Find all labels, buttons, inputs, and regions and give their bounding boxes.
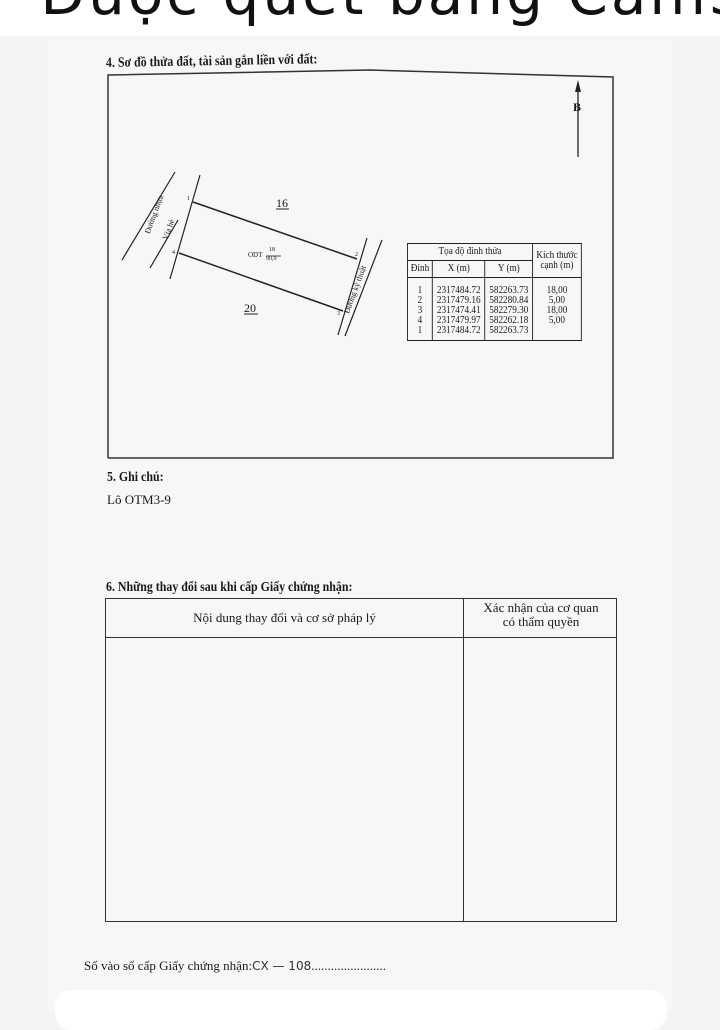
col-y: Y (m) (484, 260, 534, 278)
parcel-edge-4-3 (178, 252, 344, 312)
col-vertex: Đỉnh (406, 260, 433, 278)
north-label: B (573, 100, 582, 114)
parcel-edge-1-2 (192, 201, 358, 260)
col-x: X (m) (432, 260, 486, 278)
x-column: 2317484.72 2317479.16 2317474.41 2317479… (432, 277, 486, 341)
col-content-header: Nội dung thay đổi và cơ sở pháp lý (193, 610, 376, 625)
diagram-frame (107, 69, 614, 459)
road-right-line-1 (337, 237, 368, 336)
vertex-2-label: 2 (355, 252, 358, 258)
land-type-label: ODT (248, 251, 263, 259)
neighbor-top-label: 16 (276, 196, 288, 210)
y-column: 582263.73 582280.84 582279.30 582262.18 … (484, 277, 534, 341)
neighbor-bottom-label: 20 (244, 301, 256, 315)
coord-header-group: Tọa độ đỉnh thửa (406, 243, 534, 261)
parcel-number: 18 (269, 247, 275, 253)
changes-table: Nội dung thay đổi và cơ sở pháp lý Xác n… (105, 598, 617, 922)
section6-title: 6. Những thay đổi sau khi cấp Giấy chứng… (106, 580, 353, 595)
camscanner-banner: Được quét bằng CamScanner (0, 0, 720, 36)
coordinate-table: Tọa độ đỉnh thửa Kích thước cạnh (m) Đỉn… (406, 243, 582, 341)
banner-text: Được quét bằng CamScanner (40, 0, 720, 28)
registry-dots: ....................... (311, 958, 386, 973)
vertex-1-label: 1 (187, 196, 190, 202)
sidewalk-line (149, 219, 179, 269)
vertex-3-label: 3 (337, 311, 340, 317)
north-arrow-icon (575, 80, 581, 157)
edge-length-column: 18,00 5,00 18,00 5,00 (532, 277, 582, 341)
parcel-area: 90,0 (266, 256, 277, 262)
section5-title: 5. Ghi chú: (107, 470, 164, 485)
registry-handwritten-value: CX — 108 (252, 959, 312, 973)
certificate-page (48, 40, 672, 1011)
lot-front-line (169, 174, 201, 280)
registry-label: Số vào sổ cấp Giấy chứng nhận: (84, 958, 253, 973)
bottom-card (55, 990, 667, 1030)
road-right-line-2 (344, 239, 383, 337)
section5-note: Lô OTM3-9 (107, 492, 171, 507)
vertex-4-label: 4 (172, 250, 175, 256)
coord-header-size: Kích thước cạnh (m) (532, 243, 582, 278)
registry-number: Số vào sổ cấp Giấy chứng nhận:CX — 108..… (84, 958, 386, 974)
road-left-line (121, 171, 176, 261)
vertex-column: 1 2 3 4 1 (406, 277, 433, 341)
col-confirm-header: Xác nhận của cơ quan có thẩm quyền (483, 600, 599, 629)
